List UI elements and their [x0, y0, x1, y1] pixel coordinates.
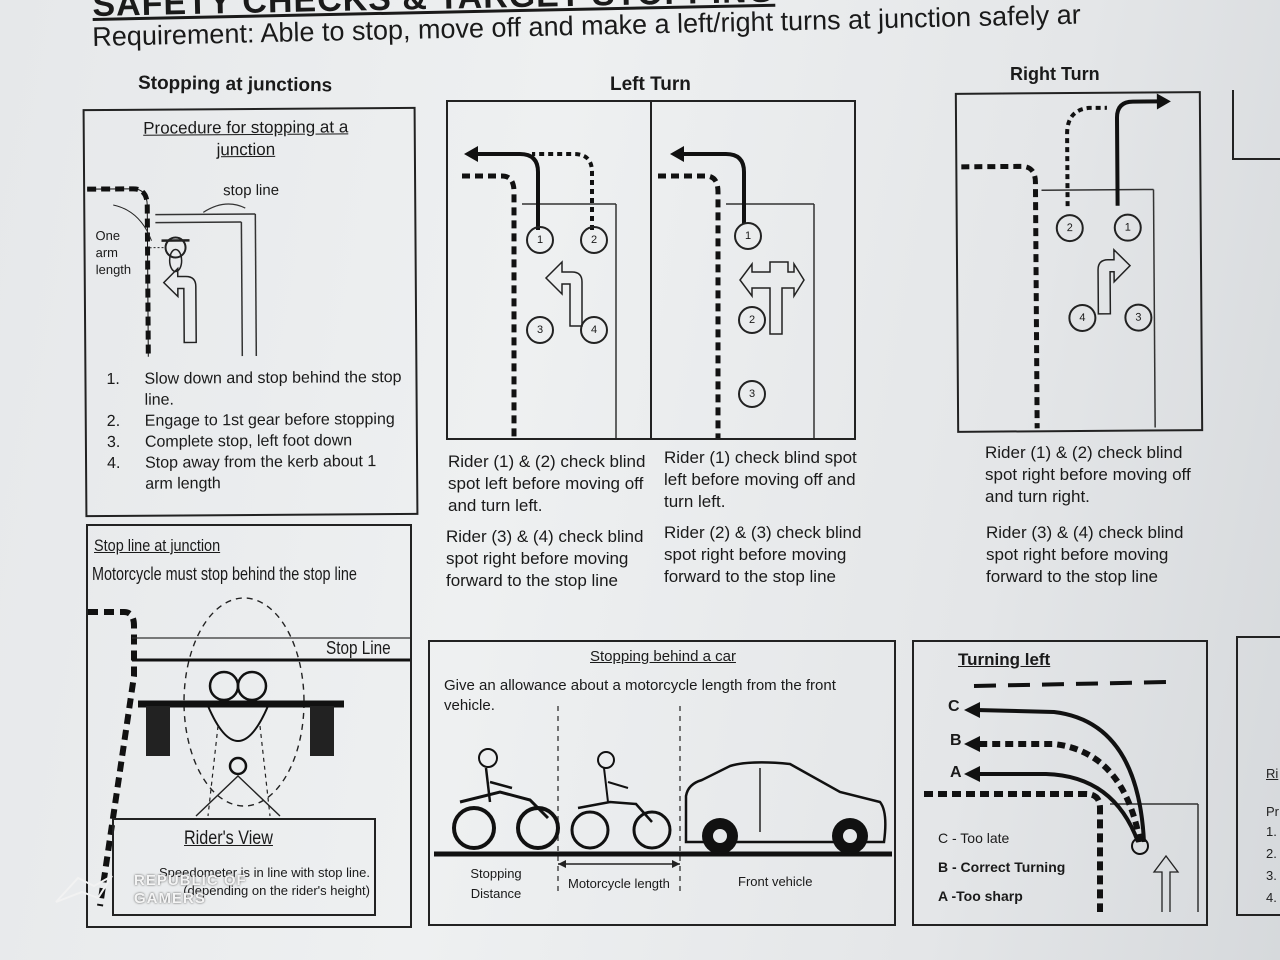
- left-turn-caption-b2: Rider (2) & (3) check blind spot right b…: [664, 523, 862, 586]
- edge-item: 2.: [1266, 846, 1277, 861]
- rider-marker: 4: [580, 316, 608, 344]
- right-turn-caption-2: Rider (3) & (4) check blind spot right b…: [986, 523, 1184, 586]
- riders-view-diagram: [88, 597, 410, 907]
- turning-legend: C - Too late B - Correct Turning A -Too …: [938, 824, 1065, 911]
- edge-panel: Ri Pr 1. 2. 3. 4.: [1236, 636, 1280, 916]
- legend-item: C - Too late: [938, 830, 1010, 846]
- edge-sub: Pr: [1266, 804, 1279, 819]
- riders-view-box: Rider's View Speedometer is in line with…: [112, 818, 376, 916]
- rider-marker: 3: [1124, 303, 1153, 332]
- rider-marker: 1: [526, 226, 554, 254]
- lane-label: B: [950, 732, 962, 749]
- left-turn-panel: 1 2 3 4 1 2 3: [446, 100, 856, 440]
- label-front-vehicle: Front vehicle: [738, 874, 813, 889]
- label-stopping-distance: Stopping Distance: [470, 866, 522, 901]
- right-turn-caption-1: Rider (1) & (2) check blind spot right b…: [985, 443, 1191, 506]
- right-turn-panel: 2 1 4 3: [954, 91, 1204, 433]
- car-gap-diagram: [434, 706, 892, 894]
- stop-line-panel-title: Stop line at junction: [94, 536, 221, 555]
- rider-marker: 2: [738, 306, 766, 334]
- edge-item: 4.: [1266, 890, 1277, 905]
- stop-line-label: stop line: [223, 181, 280, 200]
- rider-marker: 2: [580, 226, 608, 254]
- rider-marker: 4: [1068, 303, 1097, 333]
- left-turn-caption-b1: Rider (1) check blind spot left before m…: [664, 448, 857, 511]
- left-turn-caption-a2: Rider (3) & (4) check blind spot right b…: [446, 527, 644, 590]
- right-turn-heading: Right Turn: [1010, 64, 1100, 84]
- right-turn-diagram: [961, 93, 1171, 429]
- watermark-text: REPUBLIC OF GAMERS: [134, 872, 247, 907]
- legend-item: A -Too sharp: [938, 888, 1023, 904]
- stopping-panel: Procedure for stopping at a junction sto…: [82, 106, 419, 518]
- stop-line-panel-subtitle: Motorcycle must stop behind the stop lin…: [92, 564, 357, 584]
- turning-left-title: Turning left: [958, 650, 1051, 669]
- rider-marker: 1: [734, 222, 762, 250]
- list-item: 1.Slow down and stop behind the stop lin…: [106, 368, 402, 409]
- list-item: 3.Complete stop, left foot down: [106, 432, 353, 452]
- car-panel: Stopping behind a car Give an allowance …: [428, 640, 896, 926]
- list-item: 2.Engage to 1st gear before stopping: [106, 410, 395, 431]
- left-turn-caption-a1: Rider (1) & (2) check blind spot left be…: [448, 452, 646, 515]
- one-arm-label: One arm length: [95, 227, 132, 278]
- rider-marker: 3: [526, 316, 554, 344]
- rog-logo-icon: [55, 875, 113, 903]
- edge-label: Ri: [1266, 766, 1279, 781]
- rider-marker: 3: [738, 380, 766, 408]
- riders-view-title: Rider's View: [184, 828, 273, 849]
- left-turn-heading: Left Turn: [610, 74, 691, 95]
- rider-marker: 2: [1055, 213, 1084, 243]
- stop-line-panel: Stop line at junction Motorcycle must st…: [86, 524, 412, 928]
- turning-left-panel: Turning left C B A C - Too late B - Corr…: [912, 640, 1208, 926]
- turning-left-diagram: [924, 680, 1199, 912]
- list-item: 4.Stop away from the kerb about 1 arm le…: [106, 453, 377, 493]
- left-turn-diagram: [462, 146, 815, 438]
- legend-item: B - Correct Turning: [938, 859, 1066, 875]
- car-panel-text: Give an allowance about a motorcycle len…: [444, 677, 836, 714]
- junction-stop-diagram: [87, 186, 258, 357]
- lane-label: C: [948, 698, 960, 715]
- edge-item: 1.: [1266, 824, 1277, 839]
- edge-item: 3.: [1266, 868, 1277, 883]
- edge-panel-top: [1232, 90, 1280, 160]
- label-motorcycle-length: Motorcycle length: [568, 876, 670, 891]
- stop-line-marker-label: Stop Line: [326, 638, 391, 658]
- procedure-steps: 1.Slow down and stop behind the stop lin…: [106, 367, 407, 495]
- lane-label: A: [950, 764, 962, 781]
- car-panel-title: Stopping behind a car: [590, 648, 736, 665]
- riders-view-text: Speedometer is in line with stop line. (…: [158, 865, 370, 898]
- stopping-heading: Stopping at junctions: [137, 72, 333, 97]
- rider-marker: 1: [1113, 213, 1142, 242]
